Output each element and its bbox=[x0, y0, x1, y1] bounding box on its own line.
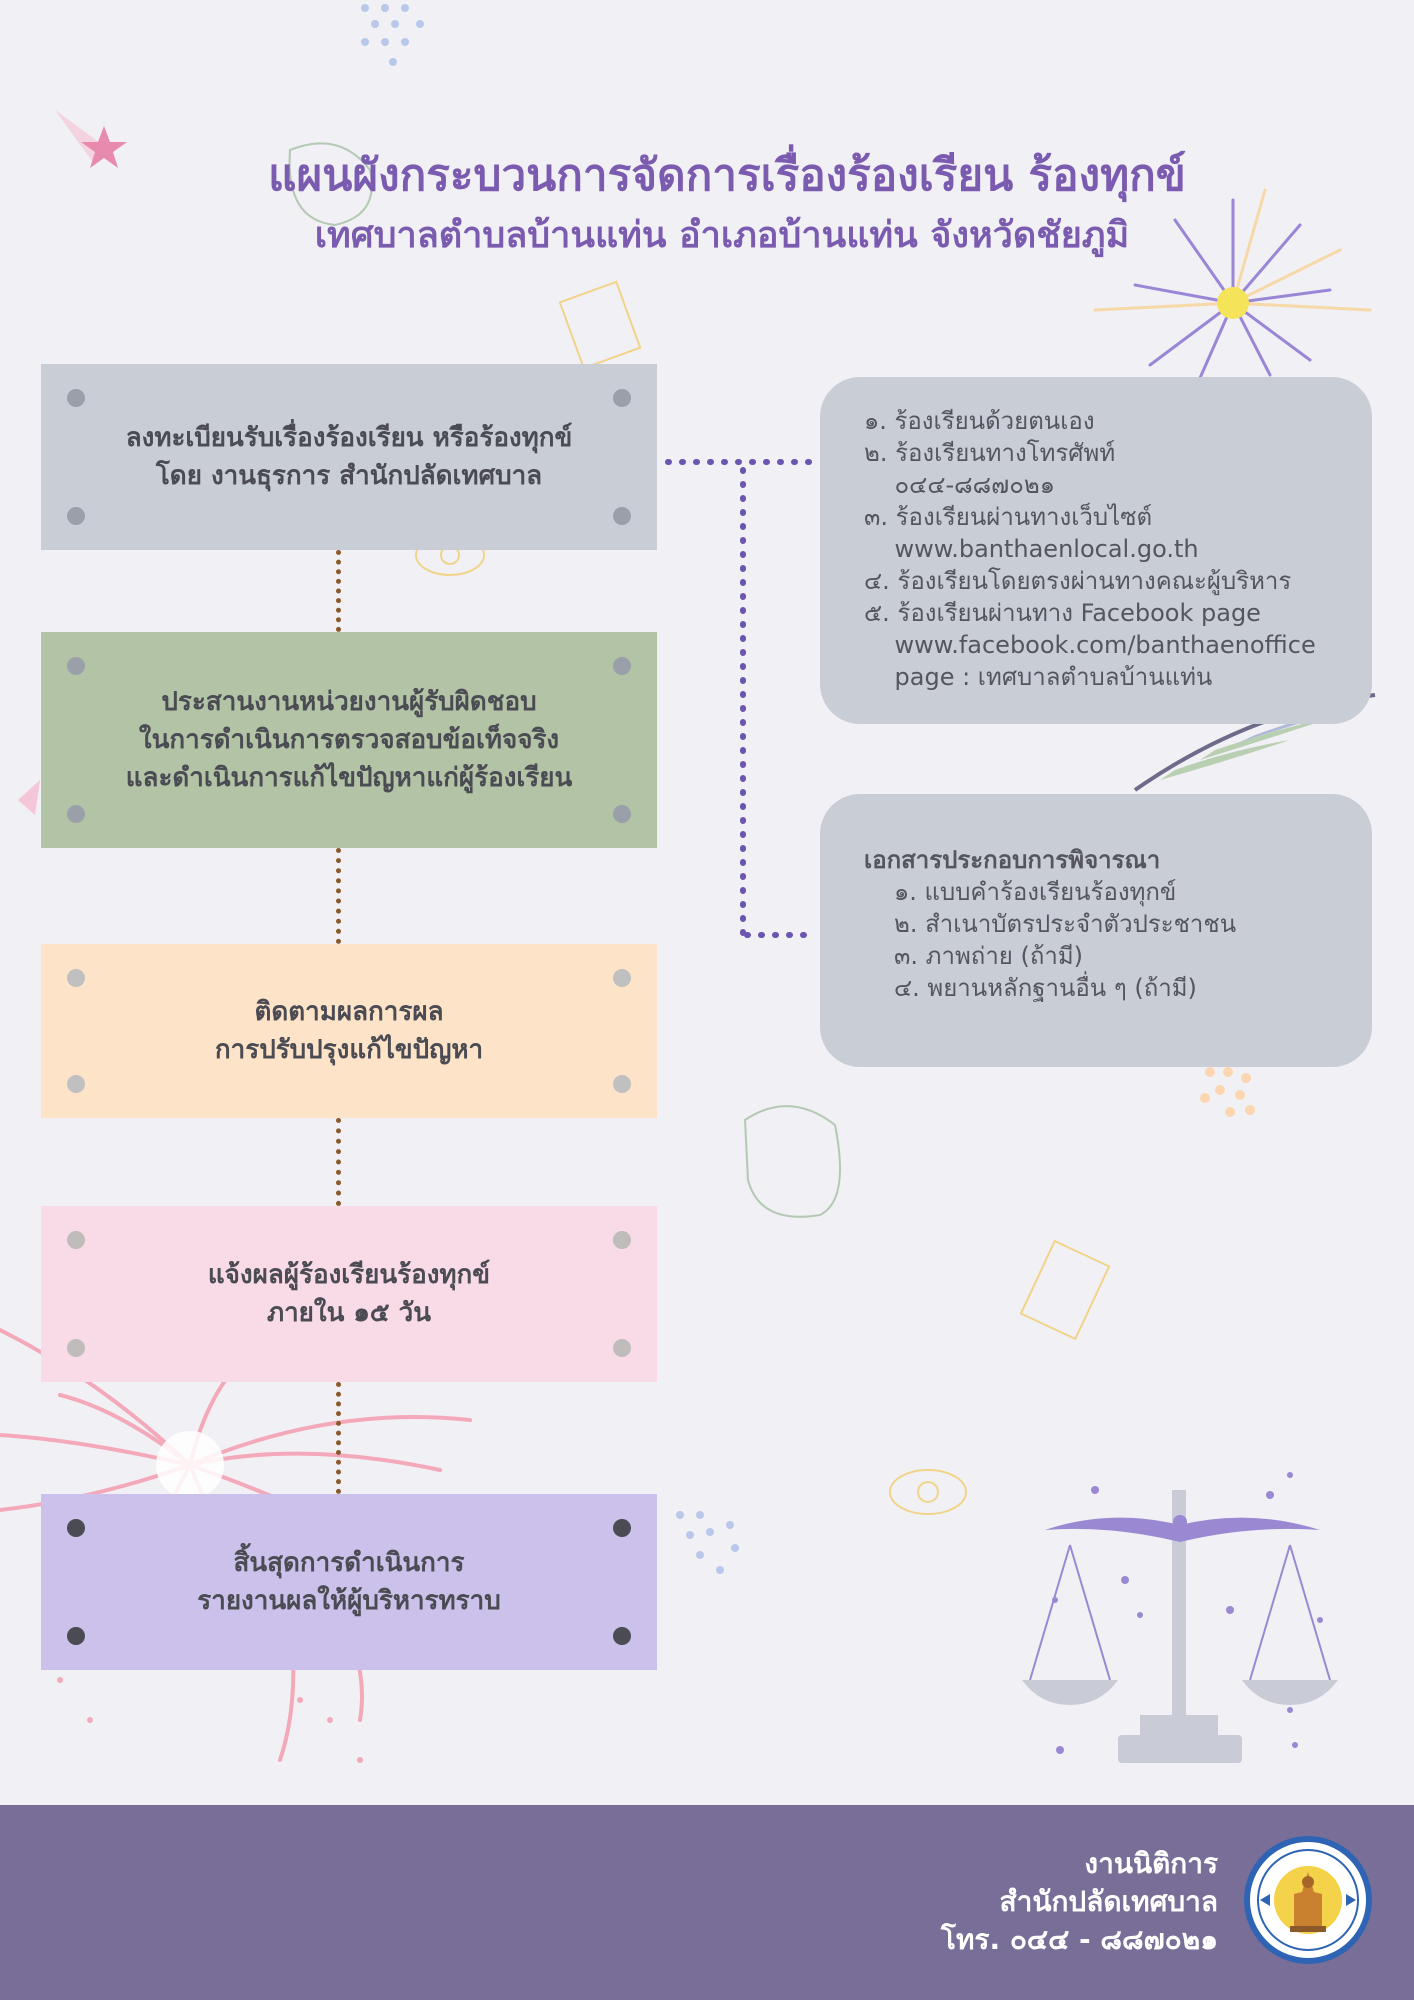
document-item: ๑. แบบคำร้องเรียนร้องทุกข์ bbox=[894, 878, 1177, 906]
step-text: สิ้นสุดการดำเนินการ รายงานผลให้ผู้บริหาร… bbox=[197, 1548, 501, 1616]
step-follow-up: ติดตามผลการผล การปรับปรุงแก้ไขปัญหา bbox=[41, 944, 657, 1118]
pin-dot bbox=[67, 969, 85, 987]
pin-dot bbox=[613, 1075, 631, 1093]
step-coordinate: ประสานงานหน่วยงานผู้รับผิดชอบ ในการดำเนิ… bbox=[41, 632, 657, 848]
footer-bar: งานนิติการ สำนักปลัดเทศบาล โทร. ๐๔๔ - ๘๘… bbox=[0, 1805, 1414, 2000]
connector-3-4 bbox=[336, 1118, 341, 1206]
pin-dot bbox=[67, 657, 85, 675]
pin-dot bbox=[613, 969, 631, 987]
channel-item: ๑. ร้องเรียนด้วยตนเอง bbox=[864, 407, 1095, 435]
pin-dot bbox=[613, 1519, 631, 1537]
channel-item: ๐๔๔-๘๘๗๐๒๑ bbox=[864, 471, 1055, 499]
pin-dot bbox=[67, 507, 85, 525]
document-item: ๓. ภาพถ่าย (ถ้ามี) bbox=[894, 942, 1084, 970]
channels-panel: ๑. ร้องเรียนด้วยตนเอง ๒. ร้องเรียนทางโทร… bbox=[820, 377, 1372, 724]
step-text: ลงทะเบียนรับเรื่องร้องเรียน หรือร้องทุกข… bbox=[125, 423, 573, 491]
channel-item: ๒. ร้องเรียนทางโทรศัพท์ bbox=[864, 439, 1116, 467]
footer-office: สำนักปลัดเทศบาล bbox=[999, 1885, 1218, 1918]
pin-dot bbox=[67, 1627, 85, 1645]
pin-dot bbox=[613, 1339, 631, 1357]
pin-dot bbox=[67, 805, 85, 823]
documents-heading: เอกสารประกอบการพิจารณา bbox=[864, 846, 1161, 874]
channel-item: ๓. ร้องเรียนผ่านทางเว็บไซต์ bbox=[864, 503, 1153, 531]
pin-dot bbox=[67, 1075, 85, 1093]
pin-dot bbox=[613, 507, 631, 525]
step-text: ประสานงานหน่วยงานผู้รับผิดชอบ ในการดำเนิ… bbox=[125, 687, 573, 793]
pin-dot bbox=[67, 389, 85, 407]
footer-department: งานนิติการ bbox=[1084, 1847, 1218, 1880]
step-text: ติดตามผลการผล การปรับปรุงแก้ไขปัญหา bbox=[214, 997, 484, 1065]
channel-item: ๕. ร้องเรียนผ่านทาง Facebook page bbox=[864, 599, 1261, 627]
document-item: ๔. พยานหลักฐานอื่น ๆ (ถ้ามี) bbox=[894, 974, 1197, 1002]
pin-dot bbox=[613, 1231, 631, 1249]
pin-dot bbox=[613, 1627, 631, 1645]
channel-item: www.facebook.com/banthaenoffice bbox=[864, 631, 1316, 659]
page-title: แผนผังกระบวนการจัดการเรื่องร้องเรียน ร้อ… bbox=[268, 150, 1186, 201]
channel-item: page : เทศบาลตำบลบ้านแท่น bbox=[864, 663, 1213, 691]
document-item: ๒. สำเนาบัตรประจำตัวประชาชน bbox=[894, 910, 1237, 938]
documents-panel: เอกสารประกอบการพิจารณา ๑. แบบคำร้องเรียน… bbox=[820, 794, 1372, 1067]
footer-phone: โทร. ๐๔๔ - ๘๘๗๐๒๑ bbox=[940, 1923, 1218, 1956]
pin-dot bbox=[613, 389, 631, 407]
pin-dot bbox=[67, 1339, 85, 1357]
dots-cluster-top bbox=[361, 4, 424, 66]
connector-4-5 bbox=[336, 1382, 341, 1494]
step-finish: สิ้นสุดการดำเนินการ รายงานผลให้ผู้บริหาร… bbox=[41, 1494, 657, 1670]
step-notify: แจ้งผลผู้ร้องเรียนร้องทุกข์ ภายใน ๑๕ วัน bbox=[41, 1206, 657, 1382]
pin-dot bbox=[67, 1519, 85, 1537]
connector-1-2 bbox=[336, 550, 341, 632]
pin-dot bbox=[67, 1231, 85, 1249]
scales-icon bbox=[1022, 1490, 1338, 1763]
municipality-seal-logo bbox=[1244, 1836, 1372, 1964]
pin-dot bbox=[613, 657, 631, 675]
step-text: แจ้งผลผู้ร้องเรียนร้องทุกข์ ภายใน ๑๕ วัน bbox=[207, 1260, 491, 1328]
pin-dot bbox=[613, 805, 631, 823]
page-subtitle: เทศบาลตำบลบ้านแท่น อำเภอบ้านแท่น จังหวัด… bbox=[314, 215, 1130, 256]
step-register: ลงทะเบียนรับเรื่องร้องเรียน หรือร้องทุกข… bbox=[41, 364, 657, 550]
channel-item: www.banthaenlocal.go.th bbox=[864, 535, 1199, 563]
connector-2-3 bbox=[336, 848, 341, 944]
channel-item: ๔. ร้องเรียนโดยตรงผ่านทางคณะผู้บริหาร bbox=[864, 567, 1292, 595]
